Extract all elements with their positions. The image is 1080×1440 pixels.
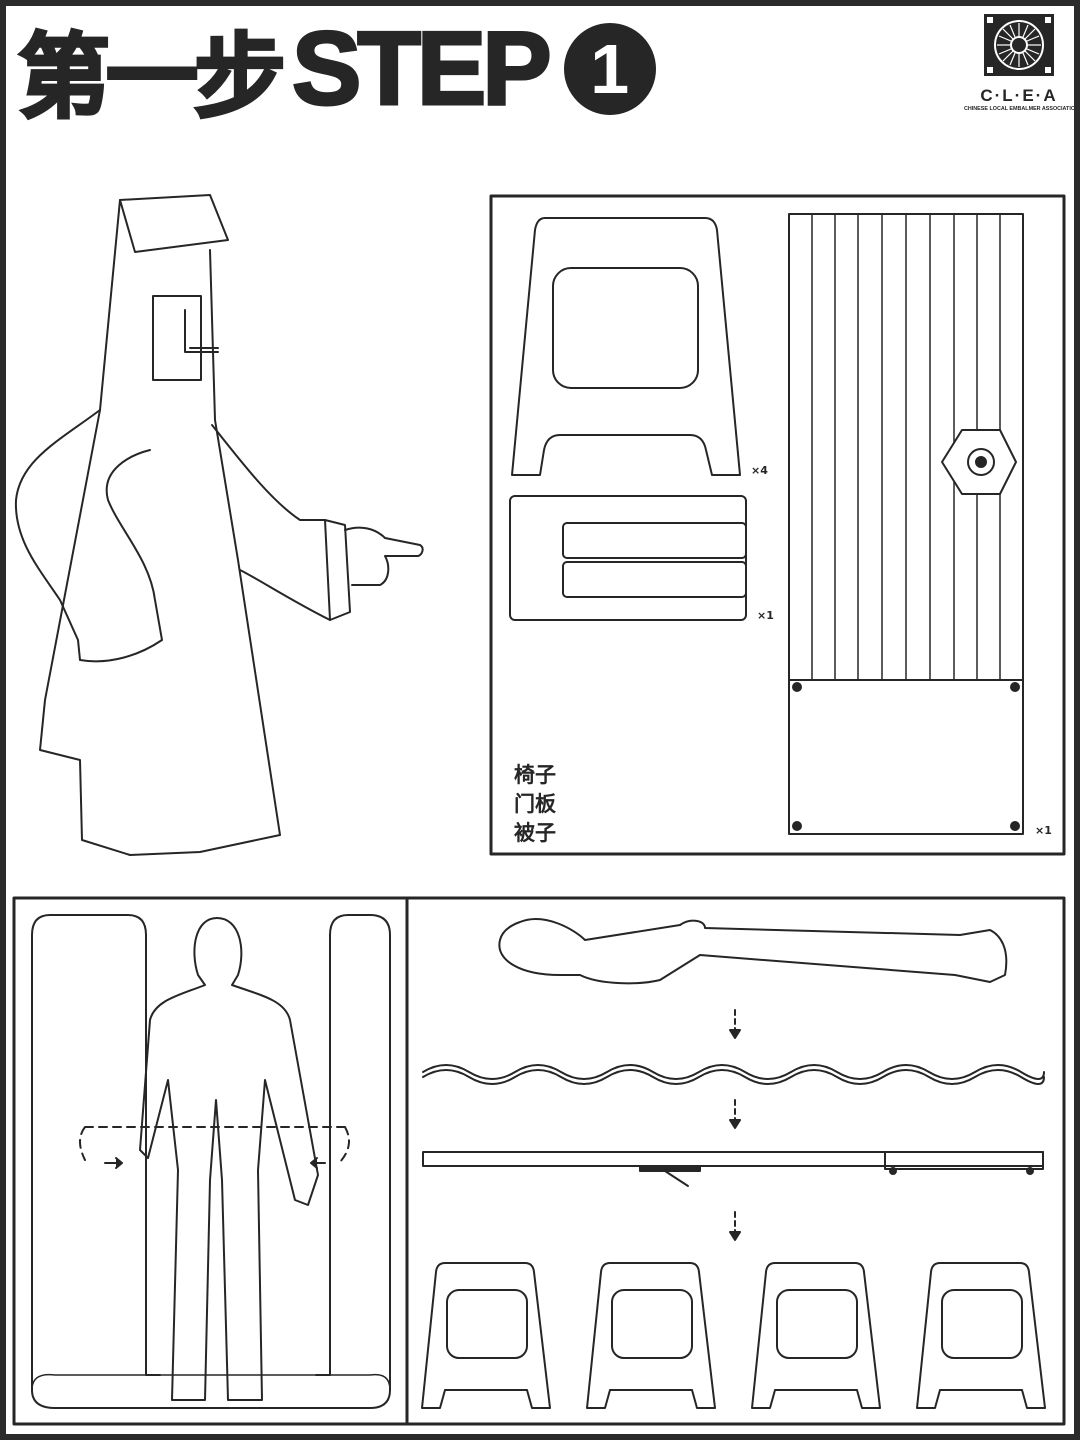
stool-part-illustration — [511, 217, 741, 476]
step-number-badge: 1 — [563, 23, 656, 115]
clea-logo: C·L·E·A CHINESE LOCAL EMBALMER ASSOCIATI… — [964, 14, 1074, 112]
hooded-figure-illustration — [14, 194, 424, 856]
page-title: 第一步 STEP 1 — [16, 9, 656, 132]
title-english: STEP — [291, 9, 554, 128]
stool-quantity: ×4 — [751, 464, 768, 477]
title-chinese: 第一步 — [16, 22, 287, 132]
logo-full-name: CHINESE LOCAL EMBALMER ASSOCIATION — [964, 106, 1079, 112]
parts-panel — [489, 194, 1066, 856]
illustration-canvas — [12, 194, 1066, 1426]
assembly-sequence-illustration — [421, 918, 1046, 1409]
part-name-stool: 椅子 — [514, 763, 556, 787]
door-panel-quantity: ×1 — [1035, 824, 1052, 837]
part-name-quilt: 被子 — [514, 821, 556, 845]
quilt-quantity: ×1 — [757, 609, 774, 622]
logo-abbreviation: C·L·E·A — [980, 86, 1058, 105]
quilt-wrap-illustration — [31, 914, 391, 1409]
logo-emblem-icon — [984, 14, 1054, 76]
quilt-part-illustration — [509, 495, 747, 621]
assembly-panel — [405, 896, 1066, 1426]
parts-list: 椅子 门板 被子 — [514, 761, 556, 848]
stool-row — [421, 1262, 1046, 1409]
part-name-door-panel: 门板 — [514, 792, 556, 816]
door-panel-part-illustration — [788, 213, 1024, 835]
